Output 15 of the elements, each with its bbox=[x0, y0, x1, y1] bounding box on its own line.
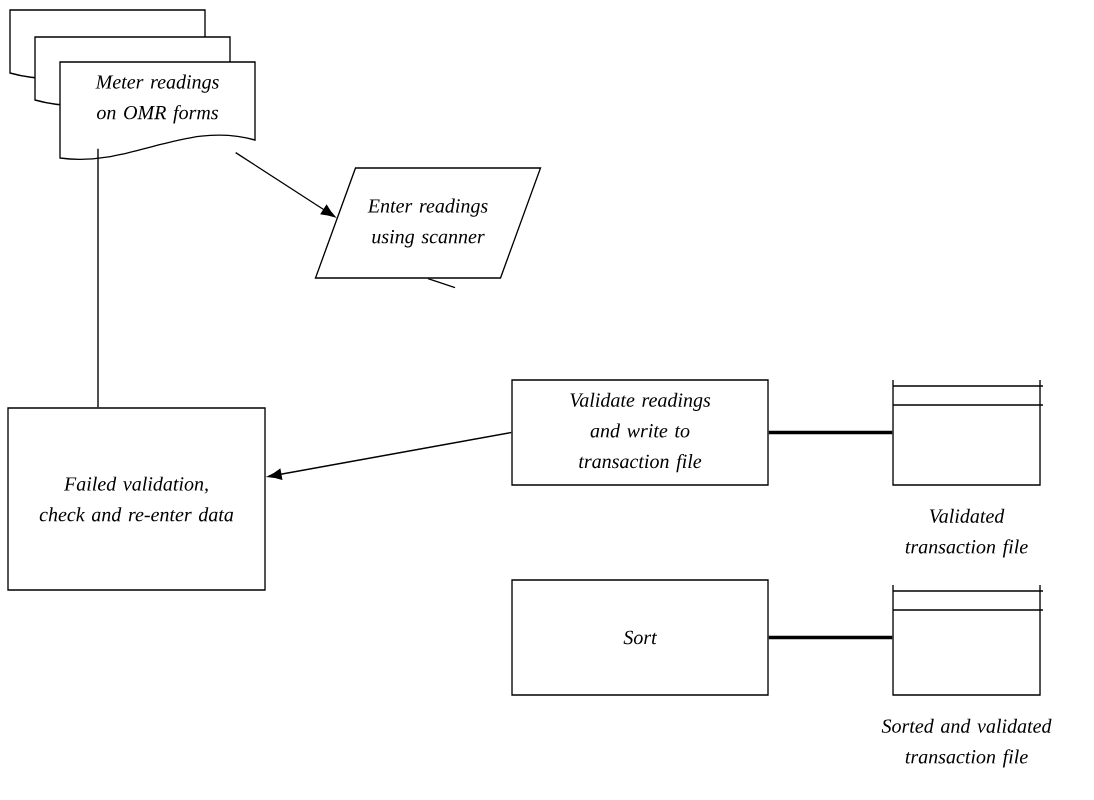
arrow bbox=[235, 152, 336, 218]
process-box: Sort bbox=[511, 579, 769, 696]
process-box: Validate readings and write to transaction file bbox=[511, 379, 769, 486]
connector-line bbox=[768, 635, 893, 640]
connector-line bbox=[427, 278, 456, 289]
arrow bbox=[267, 431, 512, 480]
connector-line bbox=[97, 148, 99, 408]
input-parallelogram: Enter readings using scanner bbox=[314, 167, 542, 279]
file-caption: Validated transaction file bbox=[905, 508, 1028, 558]
process-box: Failed validation, check and re-enter data bbox=[7, 407, 266, 591]
connector-line bbox=[768, 430, 893, 435]
file-caption: Sorted and validated transaction file bbox=[881, 718, 1052, 768]
document-stack: Meter readings on OMR forms bbox=[9, 9, 256, 161]
file-symbol bbox=[892, 584, 1044, 696]
file-symbol bbox=[892, 379, 1044, 486]
